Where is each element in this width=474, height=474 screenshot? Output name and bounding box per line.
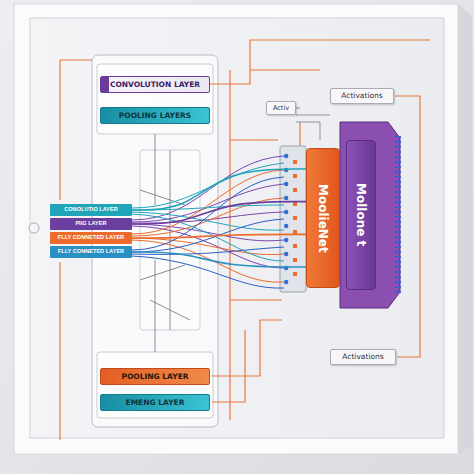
chip-pins: [284, 154, 288, 284]
panel-frame: [14, 4, 458, 454]
node-text: PIIG LAYER: [75, 221, 106, 227]
node-text: CONOLUTIO LAYER: [64, 207, 118, 213]
layer-box: CONVOLUTION LAYER: [100, 76, 210, 93]
layer-tab: FLLY CONNETED LAYER: [50, 232, 132, 244]
signal-wire: [132, 252, 306, 267]
signal-wire: [132, 202, 306, 224]
chip-pads: [293, 160, 297, 276]
node-text: Activations: [341, 92, 382, 100]
node-text: Activ: [273, 105, 289, 112]
node-text: FLLY CONNETED LAYER: [58, 249, 124, 255]
signal-wires: [132, 170, 284, 282]
panel-side: [458, 4, 472, 454]
label-box: Activations: [330, 349, 396, 365]
node-text: CONVOLUTION LAYER: [110, 81, 200, 89]
signal-wire: [132, 234, 306, 238]
node-text: POOLING LAYER: [121, 373, 188, 381]
leader-lines: [140, 134, 190, 352]
label-box: Activations: [330, 88, 394, 104]
node-text: MoolieNet: [317, 184, 330, 253]
layer-tab: FLLY CONNETED LAYER: [50, 246, 132, 258]
layer-box: POOLING LAYER: [100, 368, 210, 385]
signal-wire: [132, 169, 306, 210]
node-text: Mollone t: [355, 183, 368, 246]
model-block: MoolieNet: [306, 148, 340, 288]
model-block: Mollone t: [346, 140, 376, 290]
node-text: POOLING LAYERS: [119, 112, 191, 120]
module-pins: [395, 136, 401, 296]
panel-knob: [29, 223, 39, 233]
node-text: FLLY CONNETED LAYER: [58, 235, 124, 241]
panel-face: [30, 18, 444, 438]
label-box: Activ: [266, 101, 296, 115]
layer-box: POOLING LAYERS: [100, 107, 210, 124]
layer-group: [97, 64, 213, 134]
layer-box: EMENG LAYER: [100, 394, 210, 411]
node-text: EMENG LAYER: [126, 399, 185, 407]
layer-group: [97, 352, 213, 418]
signal-wires: [132, 177, 284, 288]
module-housing: [340, 122, 400, 308]
node-text: Activations: [342, 353, 383, 361]
layer-tab: PIIG LAYER: [50, 218, 132, 230]
layer-tab: CONOLUTIO LAYER: [50, 204, 132, 216]
